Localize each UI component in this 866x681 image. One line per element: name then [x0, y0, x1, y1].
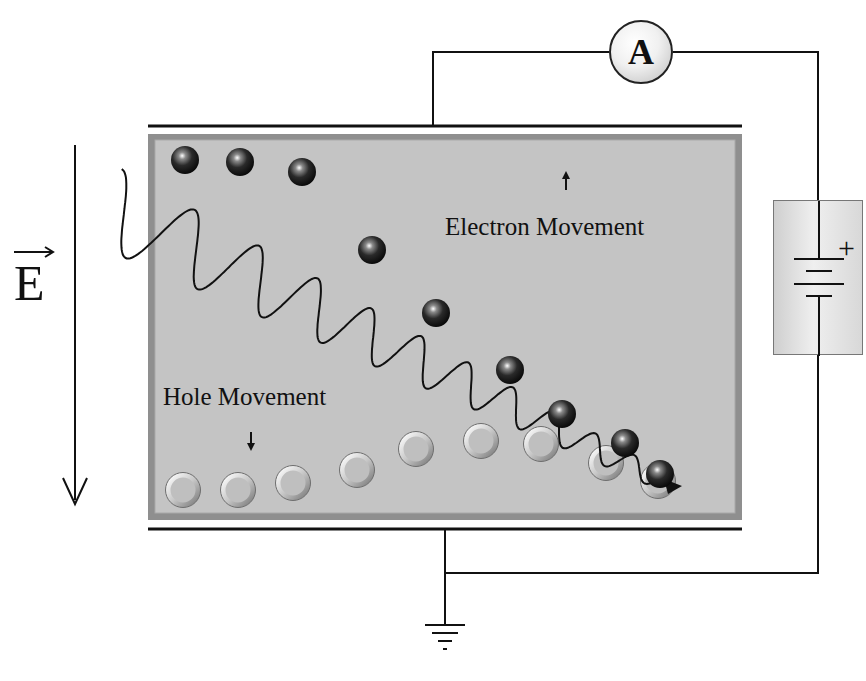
hole-rim [464, 424, 499, 459]
electron [548, 400, 576, 428]
electron [611, 429, 639, 457]
field-label: E [14, 258, 45, 308]
ground-wire [444, 573, 446, 625]
hole-arrowhead [247, 443, 255, 451]
hole-rim [399, 432, 434, 467]
hole-rim [340, 453, 375, 488]
electron [288, 158, 316, 186]
vector-arrowhead [45, 247, 53, 257]
electron-arrowhead [562, 171, 570, 179]
holes [166, 424, 676, 508]
photon-wave [121, 169, 672, 484]
electron [422, 299, 450, 327]
hole [278, 468, 308, 498]
movement-label: Electron Movement [445, 213, 644, 241]
movement-label: Hole Movement [163, 383, 326, 411]
wire [445, 355, 818, 573]
hole-rim [524, 427, 559, 462]
field-arrow [74, 145, 76, 500]
hole-rim [166, 473, 201, 508]
ammeter-circle: A [609, 20, 673, 84]
hole-rim [221, 473, 256, 508]
hole-rim [276, 466, 311, 501]
semiconductor-block: Electron MovementHole Movement [148, 125, 742, 531]
hole [342, 455, 372, 485]
polarity-sign: + [838, 231, 855, 265]
electron [226, 148, 254, 176]
electron [496, 356, 524, 384]
electron [171, 146, 199, 174]
block-bevel [148, 134, 742, 520]
wire [673, 52, 818, 200]
top-electrode [148, 125, 742, 128]
hole [168, 475, 198, 505]
electrons [171, 146, 674, 488]
hole [466, 426, 496, 456]
wire [433, 52, 609, 125]
battery-symbol [774, 201, 864, 356]
field-arrowhead [63, 478, 87, 504]
electron [646, 460, 674, 488]
hole [401, 434, 431, 464]
hole [223, 475, 253, 505]
hole [526, 429, 556, 459]
electron [358, 236, 386, 264]
semiconductor [155, 140, 735, 513]
battery-box: + [773, 200, 863, 355]
ground-symbol [425, 625, 465, 649]
meter-letter: A [628, 31, 654, 73]
vector-arrow [14, 251, 52, 253]
